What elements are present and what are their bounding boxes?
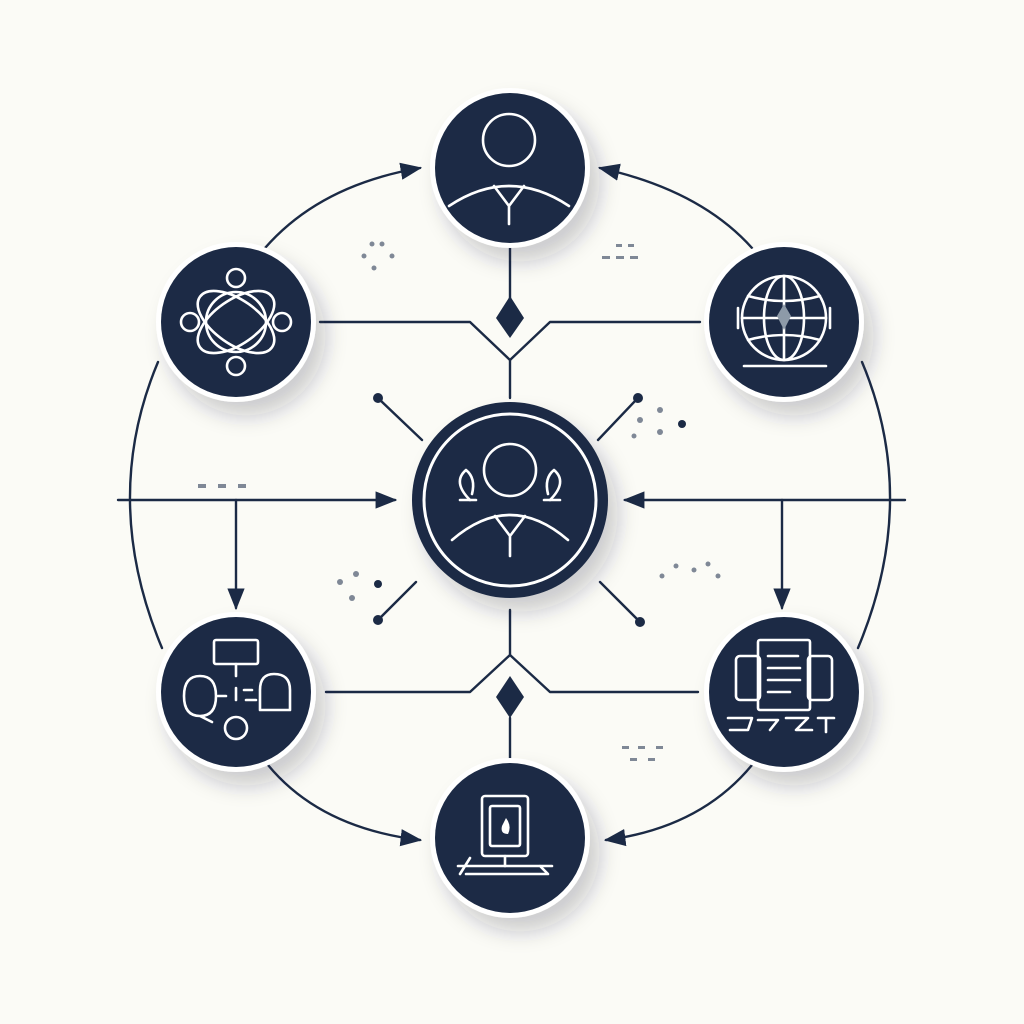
lower-connectors: [324, 608, 700, 760]
outer-connectors: [128, 162, 892, 847]
node-top[interactable]: [430, 88, 590, 248]
upper-connectors: [318, 240, 702, 400]
person-headset-icon: [450, 442, 570, 558]
diamond-upper: [496, 296, 524, 338]
arc-lowerright-to-bottom: [603, 763, 754, 847]
flowchart-icon: [182, 638, 292, 741]
node-bottom[interactable]: [430, 758, 590, 918]
arc-upperleft-to-top: [263, 162, 423, 250]
center-spokes: [373, 393, 645, 627]
kiosk-device-icon: [456, 794, 554, 876]
documents-icon: [726, 638, 836, 734]
node-upper-left[interactable]: [156, 242, 316, 402]
user-icon: [447, 112, 571, 226]
diamond-lower: [496, 676, 524, 718]
globe-icon: [736, 274, 832, 368]
arc-right: [856, 360, 892, 650]
network-nodes-icon: [179, 267, 293, 377]
arc-upperright-to-top: [597, 163, 754, 250]
arc-left: [128, 360, 164, 650]
arc-lowerleft-to-bottom: [266, 763, 423, 847]
node-center[interactable]: [412, 402, 608, 598]
middle-connectors: [116, 491, 907, 611]
decorative-dots: [198, 241, 721, 761]
